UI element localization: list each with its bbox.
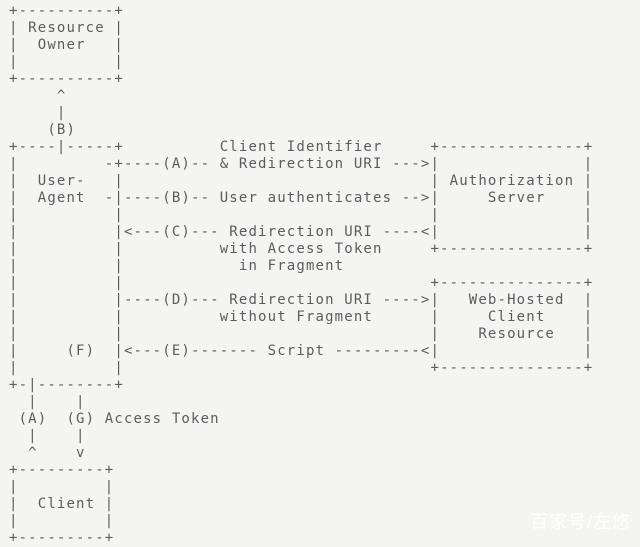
ascii-flow-diagram: +----------+ | Resource | | Owner | | | …: [9, 3, 594, 546]
